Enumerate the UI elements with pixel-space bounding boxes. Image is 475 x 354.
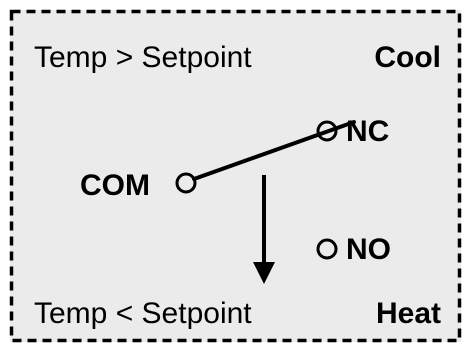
switch-direction-arrow-head <box>253 262 275 284</box>
nc-terminal-label: NC <box>346 115 389 148</box>
switch-arm <box>192 120 356 181</box>
no-terminal-circle <box>316 238 338 260</box>
com-terminal-circle <box>175 172 197 194</box>
com-terminal-label: COM <box>80 169 150 202</box>
bottom-condition-label: Temp < Setpoint <box>34 297 252 330</box>
no-terminal-label: NO <box>346 233 391 266</box>
top-condition-label: Temp > Setpoint <box>34 41 252 74</box>
heat-mode-label: Heat <box>376 297 441 330</box>
relay-diagram-panel <box>10 10 461 342</box>
nc-terminal-circle <box>316 120 338 142</box>
cool-mode-label: Cool <box>374 41 441 74</box>
